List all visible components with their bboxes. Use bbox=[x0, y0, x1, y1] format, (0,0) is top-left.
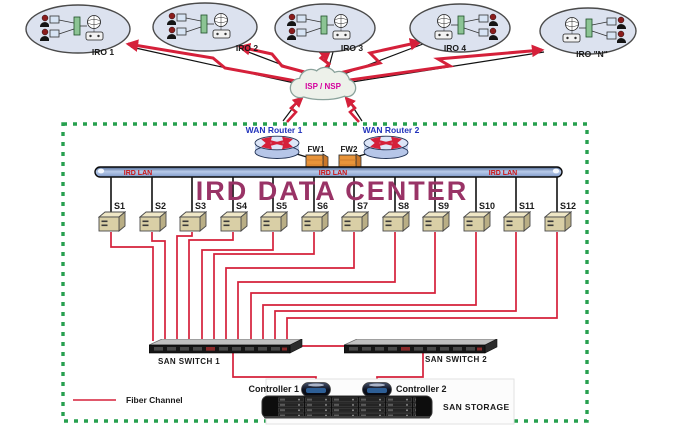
san-switch-2: SAN SWITCH 2 bbox=[344, 339, 497, 364]
server-farm: S1 S2 S3 S4 S5 S6 S7 S8 S9 S10 S11 S12 bbox=[99, 201, 576, 231]
server-label: S8 bbox=[398, 201, 409, 211]
iro-label: IRO 1 bbox=[92, 47, 114, 57]
server-node: S4 bbox=[221, 201, 247, 231]
san-storage-assembly: Controller 1 Controller 2 SAN STORAGE bbox=[248, 378, 515, 425]
controller-1-label: Controller 1 bbox=[248, 384, 299, 394]
server-icon bbox=[261, 212, 287, 231]
lan-drop-lines bbox=[110, 177, 558, 213]
server-node: S3 bbox=[180, 201, 206, 231]
iro-label: IRO 2 bbox=[236, 43, 258, 53]
server-icon bbox=[383, 212, 409, 231]
san-switch-1-label: SAN SWITCH 1 bbox=[158, 357, 220, 366]
iro-site-4: IRO 4 bbox=[409, 3, 511, 53]
server-node: S2 bbox=[140, 201, 166, 231]
iro-site-3: IRO 3 bbox=[274, 3, 376, 53]
server-label: S1 bbox=[114, 201, 125, 211]
server-icon bbox=[342, 212, 368, 231]
server-icon bbox=[221, 212, 247, 231]
san-switch-2-label: SAN SWITCH 2 bbox=[425, 355, 487, 364]
legend: Fiber Channel bbox=[73, 395, 183, 405]
wan-router-2-label: WAN Router 2 bbox=[363, 125, 420, 135]
legend-label: Fiber Channel bbox=[126, 395, 183, 405]
server-node: S5 bbox=[261, 201, 287, 231]
firewall-2-label: FW2 bbox=[341, 145, 358, 154]
iro-site-2: IRO 2 bbox=[152, 2, 258, 53]
server-label: S6 bbox=[317, 201, 328, 211]
server-node: S6 bbox=[302, 201, 328, 231]
isp-cloud: ISP / NSP bbox=[289, 66, 357, 101]
san-storage-label: SAN STORAGE bbox=[443, 402, 510, 412]
server-icon bbox=[545, 212, 571, 231]
server-node: S11 bbox=[504, 201, 535, 231]
san-switch-1: SAN SWITCH 1 bbox=[149, 339, 302, 366]
wan-router-1-label: WAN Router 1 bbox=[246, 125, 303, 135]
branch-offices: IRO 1 IRO 2 IRO 3 IRO 4 IRO "N" bbox=[25, 2, 637, 123]
server-label: S10 bbox=[479, 201, 495, 211]
server-icon bbox=[302, 212, 328, 231]
ird-lan-label-mid: IRD LAN bbox=[319, 170, 347, 177]
datacenter-title: IRD DATA CENTER bbox=[196, 176, 469, 206]
server-node: S9 bbox=[423, 201, 449, 231]
edge-layer: WAN Router 1 WAN Router 2 FW1 FW2 bbox=[246, 125, 420, 171]
server-icon bbox=[423, 212, 449, 231]
iro-label: IRO 3 bbox=[341, 43, 363, 53]
controller-1-icon bbox=[302, 383, 331, 397]
storage-drive-bays bbox=[278, 397, 416, 418]
controller-2-label: Controller 2 bbox=[396, 384, 447, 394]
server-icon bbox=[504, 212, 530, 231]
wan-router-2-icon bbox=[364, 136, 408, 158]
server-node: S7 bbox=[342, 201, 368, 231]
server-node: S1 bbox=[99, 201, 125, 231]
iro-label: IRO 4 bbox=[444, 43, 466, 53]
server-label: S7 bbox=[357, 201, 368, 211]
server-label: S11 bbox=[519, 201, 535, 211]
cloud-label: ISP / NSP bbox=[305, 82, 342, 91]
router-uplink-arrows bbox=[286, 96, 360, 123]
server-icon bbox=[140, 212, 166, 231]
server-label: S3 bbox=[195, 201, 206, 211]
san-switch-icon bbox=[149, 339, 302, 353]
wan-bolt-arrows bbox=[125, 38, 545, 83]
server-label: S2 bbox=[155, 201, 166, 211]
ird-lan-bus: IRD LAN IRD LAN IRD LAN bbox=[94, 166, 563, 178]
server-icon bbox=[99, 212, 125, 231]
server-node: S12 bbox=[545, 201, 576, 231]
iro-site-1: IRO 1 bbox=[25, 4, 131, 57]
server-label: S12 bbox=[560, 201, 576, 211]
ird-lan-label-left: IRD LAN bbox=[124, 170, 152, 177]
storage-base bbox=[264, 416, 430, 419]
server-node: S10 bbox=[464, 201, 495, 231]
san-switch-icon bbox=[344, 339, 497, 353]
wan-router-1-icon bbox=[255, 136, 299, 158]
server-label: S9 bbox=[438, 201, 449, 211]
ird-lan-label-right: IRD LAN bbox=[489, 170, 517, 177]
controller-2-icon bbox=[363, 383, 392, 397]
server-icon bbox=[464, 212, 490, 231]
server-node: S8 bbox=[383, 201, 409, 231]
firewall-1-label: FW1 bbox=[308, 145, 325, 154]
iro-site-n: IRO "N" bbox=[539, 7, 637, 59]
server-label: S5 bbox=[276, 201, 287, 211]
iro-label: IRO "N" bbox=[576, 49, 608, 59]
server-icon bbox=[180, 212, 206, 231]
server-label: S4 bbox=[236, 201, 247, 211]
